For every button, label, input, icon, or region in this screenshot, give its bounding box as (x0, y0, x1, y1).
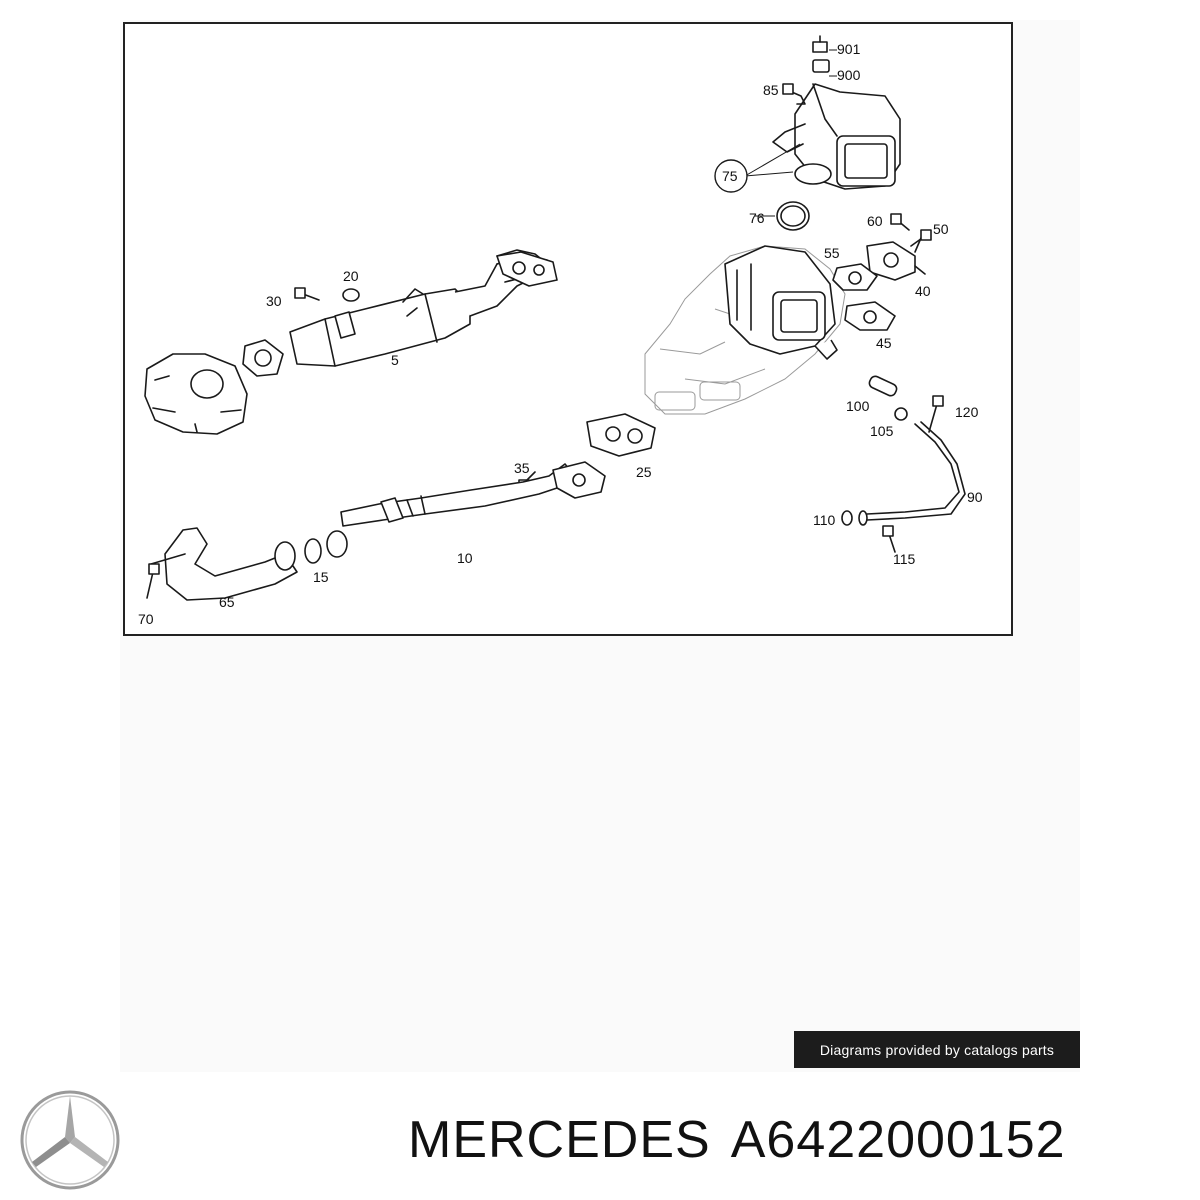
flange-40-part (866, 235, 926, 281)
callout-25: 25 (636, 464, 652, 480)
cooler-gasket-part (242, 339, 284, 377)
callout-900: 900 (837, 67, 861, 83)
callout-50: 50 (933, 221, 949, 237)
mercedes-star-icon (20, 1090, 120, 1190)
callout-60: 60 (867, 213, 883, 229)
callout-30: 30 (266, 293, 282, 309)
callout-120: 120 (955, 404, 979, 420)
brand-name: MERCEDES (408, 1111, 711, 1169)
bolt-70-part (146, 563, 160, 599)
callout-35: 35 (514, 460, 530, 476)
callout-85: 85 (763, 82, 779, 98)
product-title: MERCEDES A6422000152 (408, 1108, 1066, 1172)
oring-76-part (776, 201, 810, 231)
callout-100: 100 (846, 398, 870, 414)
callout-75: 75 (722, 168, 738, 184)
pipe-10-part (340, 461, 606, 527)
callout-75-circle (714, 159, 748, 193)
bolt-60-part (890, 213, 910, 231)
callout-901: 901 (837, 41, 861, 57)
callout-5: 5 (391, 352, 399, 368)
clip-105-part (894, 407, 908, 421)
seal-110-part (841, 510, 868, 526)
pipe-90-part (866, 421, 966, 521)
callout-40: 40 (915, 283, 931, 299)
callout-labels: 901 900 85 75 76 60 50 55 40 45 20 30 5 … (138, 41, 983, 627)
leader-lines (744, 49, 837, 217)
oring-20-part (342, 288, 360, 302)
bolt-120-part (928, 395, 944, 433)
callout-110: 110 (813, 512, 836, 528)
parts-diagram: 901 900 85 75 76 60 50 55 40 45 20 30 5 … (123, 22, 1013, 636)
bolt-30-part (294, 287, 320, 301)
exploded-view-drawing: 901 900 85 75 76 60 50 55 40 45 20 30 5 … (138, 35, 983, 627)
callout-76: 76 (749, 210, 765, 226)
sleeve-100-part (868, 375, 898, 397)
gasket-45-part (844, 301, 896, 331)
cooler-flange-part (496, 251, 558, 287)
part-number: A6422000152 (730, 1111, 1066, 1169)
callout-70: 70 (138, 611, 154, 627)
pipe-65-part (150, 527, 298, 601)
callout-15: 15 (313, 569, 329, 585)
bolt-50-part (914, 229, 932, 253)
gasket-25-part (586, 413, 656, 457)
egr-cooler-housing-part (724, 245, 838, 360)
callout-115: 115 (893, 551, 916, 567)
bolt-85-part (782, 83, 806, 105)
intake-housing-part (144, 353, 248, 435)
callout-90: 90 (967, 489, 983, 505)
callout-105: 105 (870, 423, 894, 439)
callout-55: 55 (824, 245, 840, 261)
callout-45: 45 (876, 335, 892, 351)
callout-10: 10 (457, 550, 473, 566)
gasket-55-part (832, 263, 878, 291)
callout-65: 65 (219, 594, 235, 610)
bolt-115-part (882, 525, 896, 553)
ring-15-part (304, 538, 322, 564)
egr-valve-part (772, 35, 901, 190)
callout-20: 20 (343, 268, 359, 284)
diagram-credit-badge: Diagrams provided by catalogs parts (794, 1031, 1080, 1068)
